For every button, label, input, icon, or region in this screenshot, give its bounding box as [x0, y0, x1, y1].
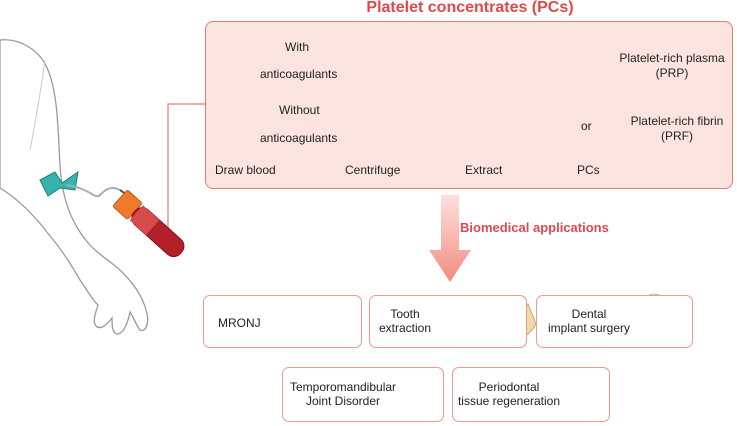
step-pcs: PCs [577, 163, 600, 177]
prp-abbrev: (PRP) [655, 66, 689, 80]
prp-label: Platelet-rich plasma (PRP) [614, 51, 730, 81]
app-card-tmj: Temporomandibular Joint Disorder [282, 367, 444, 422]
app-card-periodontal: Periodontal tissue regeneration [452, 367, 610, 422]
app-line2: Joint Disorder [305, 394, 381, 408]
down-arrow-icon [429, 195, 471, 282]
diagram-title: Platelet concentrates (PCs) [366, 0, 574, 16]
app-periodontal-label: Periodontal tissue regeneration [455, 380, 563, 408]
app-line2: implant surgery [547, 321, 631, 335]
connector-line [167, 103, 205, 250]
pc-process-panel [205, 21, 733, 189]
step-centrifuge: Centrifuge [345, 163, 401, 177]
app-mronj-label: MRONJ [218, 316, 261, 330]
app-line1: Dental [571, 307, 607, 321]
biomedical-applications-label: Biomedical applications [460, 220, 609, 235]
prf-name: Platelet-rich fibrin [630, 114, 724, 128]
app-line1: Periodontal [478, 380, 540, 394]
app-line2: extraction [378, 321, 432, 335]
arm-icon [0, 39, 149, 335]
app-card-dental-implant: Dental implant surgery [536, 295, 693, 348]
collection-tube-icon [112, 190, 185, 258]
row2-label-bottom: anticoagulants [260, 131, 338, 145]
app-card-mronj: MRONJ [203, 295, 362, 348]
app-line1: Tooth [390, 307, 420, 321]
prp-name: Platelet-rich plasma [619, 51, 725, 65]
step-extract: Extract [465, 163, 503, 177]
step-draw-blood: Draw blood [215, 163, 276, 177]
row1-label-top: With [285, 40, 309, 54]
row2-label-top: Without [279, 103, 320, 117]
app-tooth-extraction-label: Tooth extraction [378, 307, 432, 335]
app-line1: Temporomandibular [289, 380, 397, 394]
or-label: or [581, 119, 592, 133]
prf-label: Platelet-rich fibrin (PRF) [619, 114, 735, 144]
app-line2: tissue regeneration [457, 394, 561, 408]
row1-label-bottom: anticoagulants [260, 67, 338, 81]
app-tmj-label: Temporomandibular Joint Disorder [286, 380, 400, 408]
app-dental-implant-label: Dental implant surgery [541, 307, 637, 335]
app-card-tooth-extraction: Tooth extraction [369, 295, 527, 348]
prf-abbrev: (PRF) [661, 129, 693, 143]
butterfly-needle-icon [39, 170, 135, 201]
